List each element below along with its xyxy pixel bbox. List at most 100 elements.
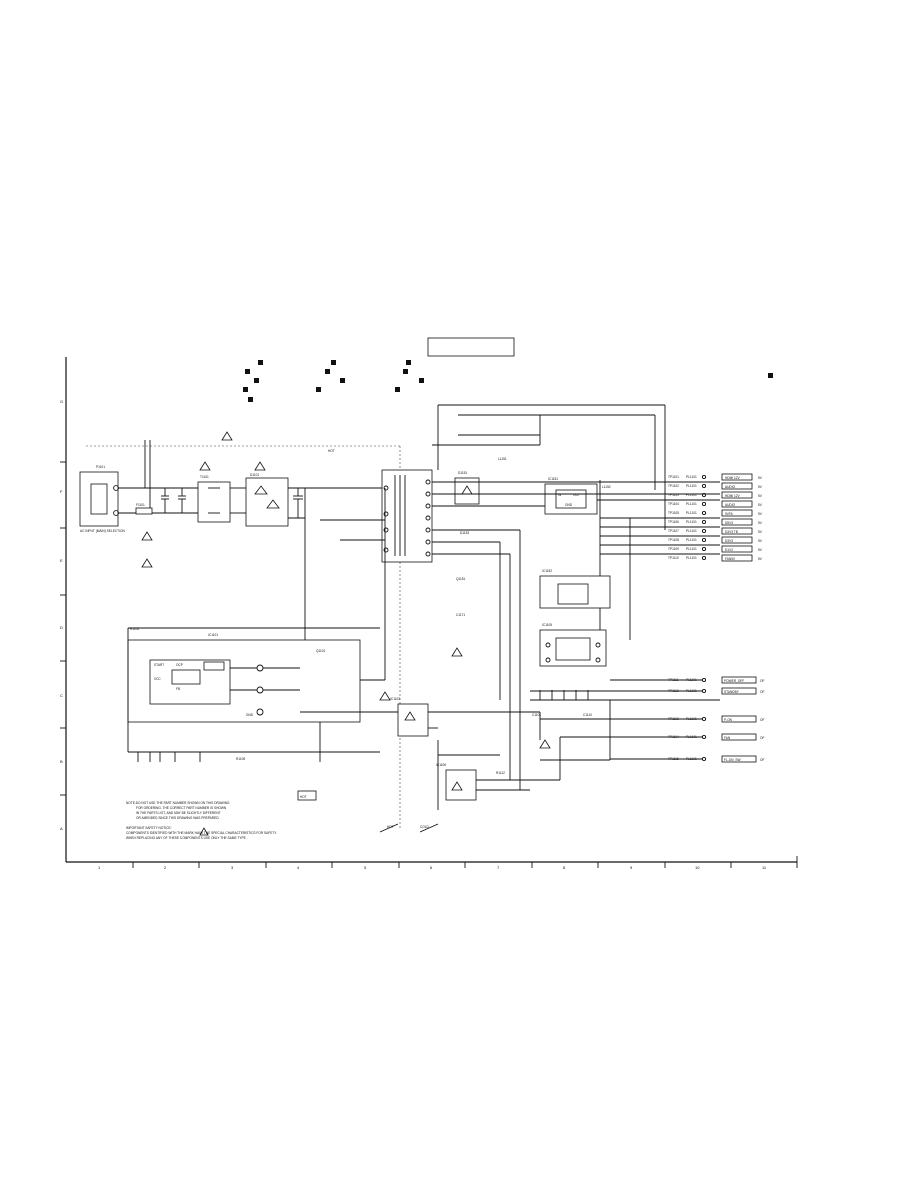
line-filter-ref: T1101 xyxy=(200,475,209,479)
output-terminal: TP1105 PL1101 9VFA 5V xyxy=(668,509,763,517)
column-label: 6 xyxy=(430,865,433,870)
row-label: D xyxy=(60,625,63,630)
controller-pin: START xyxy=(154,663,164,667)
controller-pin: OCP xyxy=(176,663,183,667)
safety-warning-icon xyxy=(254,461,266,471)
safety-warning-icon xyxy=(539,739,551,749)
marker-square xyxy=(248,397,253,402)
output-tp: TP1109 xyxy=(668,547,679,551)
output-connector: PL1101 xyxy=(686,529,697,533)
column-label: 5 xyxy=(364,865,367,870)
notes: HOT NOTE:DO NOT USE THE PART NUMBER SHOW… xyxy=(126,790,317,840)
hot-mark: HOT xyxy=(300,795,307,799)
output-pin: 5V xyxy=(758,476,763,480)
output-pin: 5V xyxy=(758,494,763,498)
note-line: FOR ORDERING. THE CORRECT PART NUMBER IS… xyxy=(136,806,227,810)
output-label: AUDIO xyxy=(725,485,736,489)
output-label: AUDIO xyxy=(725,503,736,507)
marker-square xyxy=(254,378,259,383)
output-label: FL-ON_SW xyxy=(724,758,740,762)
marker-square xyxy=(395,387,400,392)
safety-warning-icon xyxy=(141,558,153,568)
output-terminal: TP1106 PL1101 D5V3 5V xyxy=(668,518,763,526)
transistor-ref: Q1101 xyxy=(316,649,326,653)
output-tp: TP1102 xyxy=(668,484,679,488)
marker-square xyxy=(768,373,773,378)
output-label: STANDBY xyxy=(724,690,740,694)
output-label: POWER_OFF xyxy=(724,679,744,683)
regulator-pin: GND xyxy=(565,503,573,507)
column-label: 10 xyxy=(695,865,700,870)
output-pin: 5V xyxy=(758,512,763,516)
transistor-ref: Q1151 xyxy=(456,577,466,581)
opto-ref: IC1103 xyxy=(390,697,400,701)
output-tp: TP1104 xyxy=(668,502,679,506)
row-label: C xyxy=(60,693,63,698)
feedback-section: IC1103 IC1106 R1112 Q1101 C1101 C1110 xyxy=(300,649,720,810)
marker-square xyxy=(325,369,330,374)
output-label: FAN5V xyxy=(725,557,736,561)
safety-warning-icon xyxy=(451,647,463,657)
resistor-ref: R1105 xyxy=(236,757,245,761)
ac-input-section: P1101 AC INPUT (MAIN) SELECTION F1101 T1… xyxy=(79,431,385,650)
output-pin: OF xyxy=(760,690,764,694)
row-label: B xyxy=(60,759,63,764)
output-terminals: TP1101 PL1101 HDMI 12V 5V TP1102 PL1101 … xyxy=(530,473,764,780)
marker-square xyxy=(243,387,248,392)
output-tp: TP1103 xyxy=(668,493,679,497)
regulator-ref: IC1105 xyxy=(542,623,552,627)
note-line: IN THE PARTS LIST, AND MAY BE SLIGHTLY D… xyxy=(136,811,221,815)
regulator-ref: IC1152 xyxy=(542,569,552,573)
marker-square xyxy=(258,360,263,365)
diode-ref: D1153 xyxy=(460,531,469,535)
output-label: FAN xyxy=(724,736,731,740)
output-connector: PL1101 xyxy=(686,556,697,560)
fuse-ref: F1101 xyxy=(136,503,145,507)
column-label: 8 xyxy=(563,865,566,870)
column-label: 7 xyxy=(497,865,500,870)
ac-inlet-label: AC INPUT (MAIN) SELECTION xyxy=(80,529,125,533)
output-tp: TP1101 xyxy=(668,475,679,479)
output-terminal: TP1109 PL1101 D1V2 5V xyxy=(668,545,763,553)
output-label: D1V2 xyxy=(725,548,733,552)
output-connector: PL1101 xyxy=(686,538,697,542)
output-pin: OF xyxy=(760,736,764,740)
output-connector: PL1101 xyxy=(686,484,697,488)
column-label: 3 xyxy=(231,865,234,870)
output-tp: TP1110 xyxy=(668,556,679,560)
output-pin: 5V xyxy=(758,503,763,507)
capacitor-ref: C1110 xyxy=(583,713,592,717)
output-label: D3V3 xyxy=(725,539,733,543)
row-label: G xyxy=(60,399,63,404)
output-label: 9VFA xyxy=(725,512,734,516)
hot-mark-box xyxy=(297,790,317,801)
marker-square xyxy=(403,369,408,374)
safety-warning-icon xyxy=(199,827,209,836)
output-label: D5V3 xyxy=(725,521,733,525)
output-pin: OF xyxy=(760,758,764,762)
output-connector: PL1101 xyxy=(686,511,697,515)
output-terminal: TP1103 PL1101 HDMI 12V 5V xyxy=(668,491,763,499)
resistor-ref: R1112 xyxy=(496,771,505,775)
output-pin: 5V xyxy=(758,539,763,543)
output-tp: TP1105 xyxy=(668,511,679,515)
controller-pin: GND xyxy=(246,713,254,717)
drawing-frame xyxy=(60,357,798,868)
controller-ref: IC1101 xyxy=(208,633,218,637)
output-pin: OF xyxy=(760,679,764,683)
controller-pin: FB xyxy=(176,687,180,691)
output-terminal: TP1104 PL1101 AUDIO 5V xyxy=(668,500,763,508)
output-connector: PL1101 xyxy=(686,475,697,479)
output-terminal: TP1102 PL1101 AUDIO 5V xyxy=(668,482,763,490)
output-connector: PL1101 xyxy=(686,520,697,524)
row-label: E xyxy=(60,558,63,563)
marker-square xyxy=(316,387,321,392)
row-labels: G F E D C B A xyxy=(60,399,63,831)
column-labels: 1 2 3 4 5 6 7 8 9 10 11 xyxy=(98,865,767,870)
output-connector: PL1101 xyxy=(686,547,697,551)
column-label: 1 xyxy=(98,865,101,870)
note-line: IMPORTANT SAFETY NOTICE: xyxy=(126,826,172,830)
ac-inlet-ref: P1101 xyxy=(96,465,105,469)
output-pin: 5V xyxy=(758,557,763,561)
